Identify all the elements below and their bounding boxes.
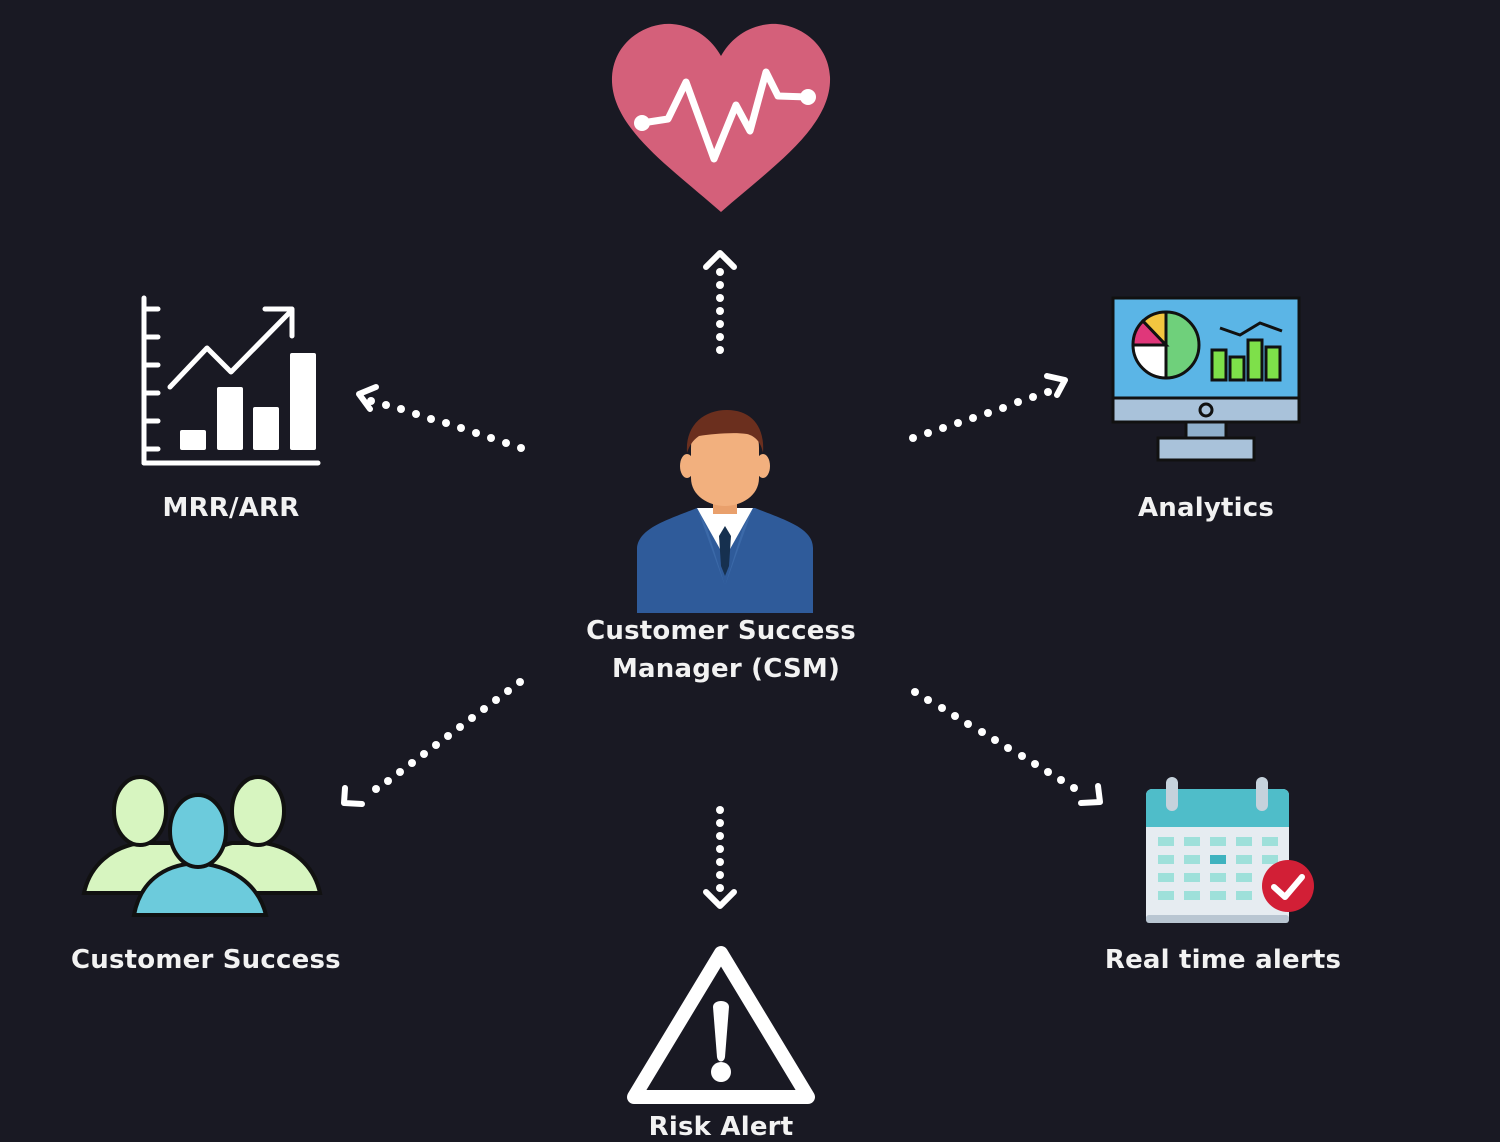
node-label-realtime-alerts: Real time alerts: [1104, 945, 1342, 975]
center-title-line2: Manager (CSM): [611, 654, 841, 684]
center-title-line1: Customer Success: [586, 616, 856, 646]
people-group-icon: [81, 775, 323, 917]
arrow-up-left: [356, 384, 525, 452]
node-label-analytics: Analytics: [1137, 493, 1275, 523]
warning-triangle-icon: [627, 946, 815, 1104]
node-label-customer-success: Customer Success: [71, 945, 341, 975]
businessman-avatar-icon: [637, 410, 813, 613]
heart-pulse-icon: [611, 23, 831, 213]
arrow-up-right: [909, 373, 1068, 442]
monitor-analytics-icon: [1111, 296, 1301, 462]
node-label-risk-alert: Risk Alert: [648, 1112, 794, 1142]
arrow-up: [703, 250, 737, 354]
calendar-check-icon: [1146, 777, 1314, 923]
growth-chart-icon: [141, 295, 321, 466]
arrow-down-right: [911, 688, 1103, 806]
arrow-down: [703, 806, 737, 909]
node-label-mrr: MRR/ARR: [162, 493, 300, 523]
arrow-down-left: [341, 678, 524, 807]
